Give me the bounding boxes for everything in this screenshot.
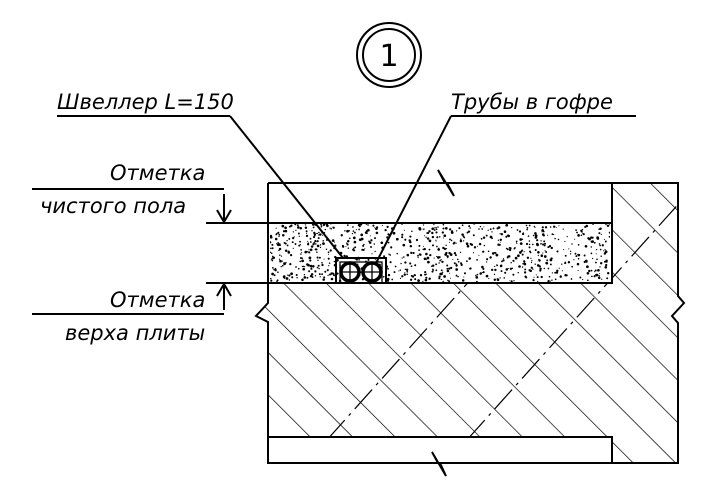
channel-with-pipes [335,257,387,284]
finish-floor-label-1: Отметка [110,161,205,185]
slab-top-label-1: Отметка [110,288,205,312]
level-mark-icon [216,282,232,297]
channel-label: Швеллер L=150 [57,90,234,114]
bottom-floor-layer [267,436,613,477]
concrete-slab [254,182,686,464]
finish-floor-label-2: чистого пола [40,194,186,218]
level-mark-icon [216,209,232,224]
slab-top-level-mark: Отметка верха плиты [32,282,268,345]
channel-leader [229,115,344,259]
pipes-label: Трубы в гофре [451,90,613,114]
screed-layer [267,222,613,284]
callout-marker: 1 [356,22,422,88]
callout-number: 1 [379,39,398,74]
pipes-leader [374,115,452,266]
finish-floor-level-mark: Отметка чистого пола [32,161,268,224]
slab-top-label-2: верха плиты [65,321,205,345]
top-floor-layer [267,169,613,224]
